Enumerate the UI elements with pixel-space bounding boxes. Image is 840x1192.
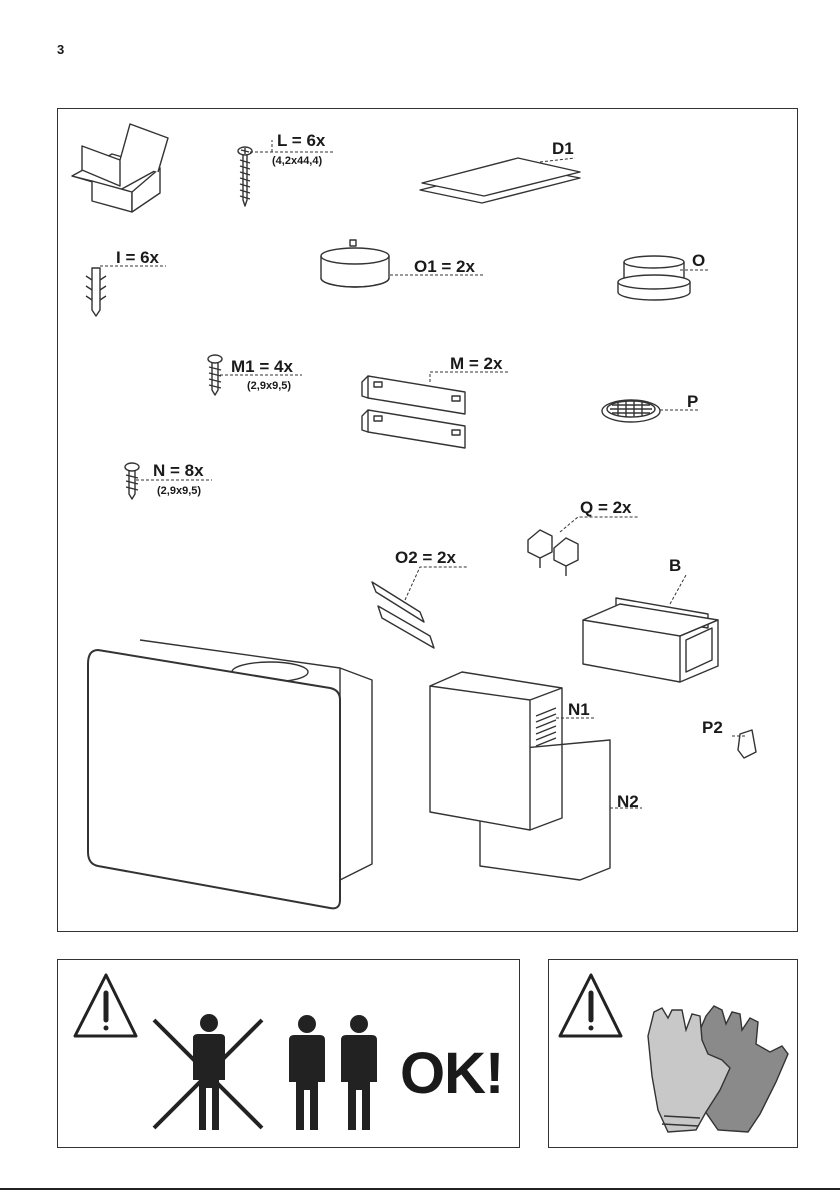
page-bottom-rule: [0, 1188, 840, 1190]
person-crossed-icon: [154, 1014, 262, 1130]
warning-triangle-icon: [75, 975, 136, 1036]
ok-text: OK!: [400, 1040, 503, 1107]
two-persons-icon: [289, 1015, 377, 1130]
gloves-icon: [648, 1006, 788, 1132]
warning-triangle-icon: [560, 975, 621, 1036]
